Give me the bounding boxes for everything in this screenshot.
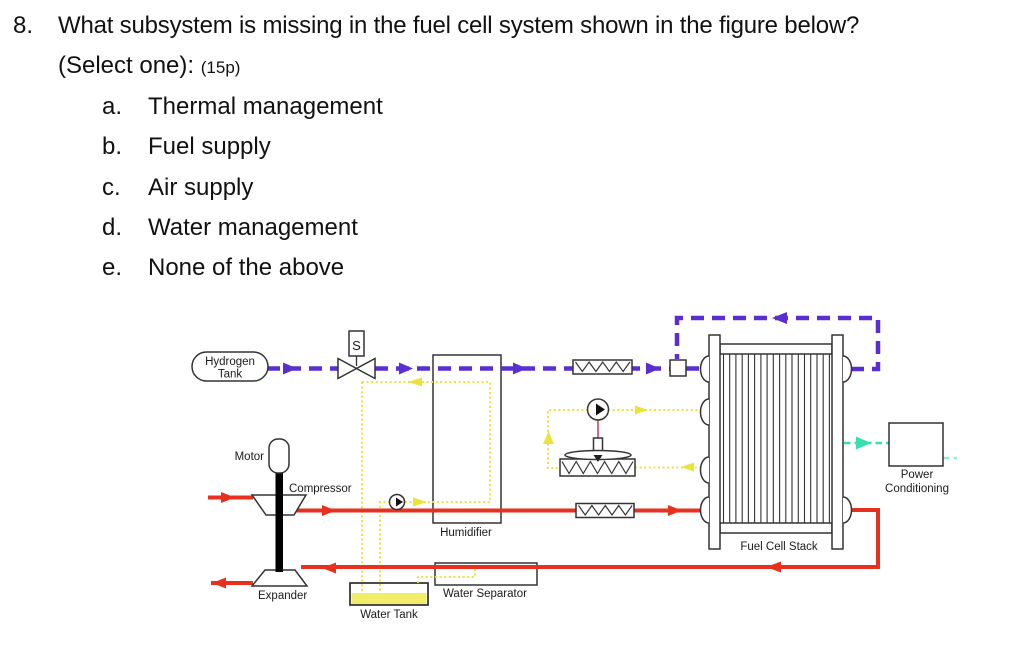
option-letter: b. (102, 133, 123, 160)
option-b: b. Fuel supply (102, 133, 271, 161)
power-arrow (856, 436, 871, 450)
radiator (559, 458, 636, 477)
hydrogen-heat-exchanger (572, 359, 633, 375)
shaft (275, 471, 283, 572)
option-e: e. None of the above (102, 254, 344, 282)
solenoid-valve: S (337, 330, 376, 380)
option-label: None of the above (148, 254, 345, 281)
stack-port (699, 496, 710, 524)
air-heat-exchanger (575, 502, 635, 519)
hydrogen-circuit-arrows (283, 312, 787, 375)
option-letter: a. (102, 93, 123, 120)
option-c: c. Air supply (102, 174, 253, 202)
power-conditioning-label: Power (901, 469, 934, 481)
stack-port (699, 398, 710, 426)
stack-port (842, 355, 853, 383)
stack-port (699, 456, 710, 484)
compressor-expander-unit (250, 438, 309, 587)
option-d: d. Water management (102, 214, 358, 242)
power-conditioning-label: Conditioning (885, 483, 949, 495)
option-letter: e. (102, 254, 123, 281)
points-label: (15p) (200, 58, 241, 77)
humidifier-label: Humidifier (440, 527, 492, 539)
hydrogen-tank-label: Tank (218, 369, 243, 381)
question-text: What subsystem is missing in the fuel ce… (58, 12, 860, 39)
valve-label: S (352, 338, 361, 353)
stack-port (699, 355, 710, 383)
water-circuit-arrows (408, 377, 694, 507)
select-one-label: (Select one): (58, 52, 195, 79)
water-level (351, 593, 427, 604)
air-circuit-arrows (212, 492, 781, 589)
compressor-label: Compressor (289, 483, 352, 495)
ejector-block (669, 359, 687, 377)
option-label: Fuel supply (148, 133, 271, 160)
expander-label: Expander (258, 590, 307, 602)
expander (250, 569, 309, 587)
stack-port (842, 496, 853, 524)
option-label: Air supply (148, 174, 254, 201)
water-tank (349, 582, 429, 606)
fuel-cell-stack-label: Fuel Cell Stack (740, 541, 818, 553)
water-separator-label: Water Separator (443, 588, 527, 600)
option-label: Thermal management (148, 93, 383, 120)
option-label: Water management (148, 214, 358, 241)
humidifier-water-pump (388, 493, 406, 511)
hydrogen-tank: Hydrogen Tank (191, 351, 269, 382)
water-tank-label: Water Tank (360, 609, 418, 621)
motor-label: Motor (235, 451, 265, 463)
coolant-pump (586, 398, 610, 421)
option-letter: d. (102, 214, 123, 241)
question-number: 8. (13, 12, 34, 39)
option-letter: c. (102, 174, 121, 201)
water-circuit-lines (361, 381, 702, 593)
hydrogen-tank-label: Hydrogen (205, 356, 255, 368)
power-conditioning-box (888, 422, 944, 467)
motor (268, 438, 290, 474)
question-subline: (Select one): (15p) (58, 52, 240, 80)
fuel-cell-stack (699, 334, 853, 550)
cooling-fan (564, 437, 632, 462)
option-a: a. Thermal management (102, 93, 383, 121)
